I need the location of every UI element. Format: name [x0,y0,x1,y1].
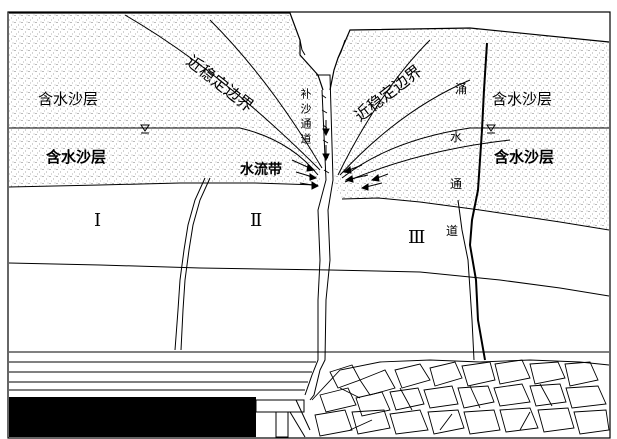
hydraulic-support [255,399,311,438]
water-inrush-channel-char-2: 水 [450,130,463,144]
bedrock-layer-line [8,262,610,297]
caved-rock-zone [311,359,610,437]
diagram-frame [7,11,611,439]
fracture-left [174,177,211,351]
stable-boundary-right-4 [344,139,511,183]
aquifer-base-right [341,197,610,231]
water-inrush-channel-char-4: 道 [446,224,459,238]
water-table-marker-right [486,124,496,134]
zone-boundary-right [457,199,475,361]
surface-fissure-left [299,39,306,56]
stable-boundary-right-2 [339,79,471,176]
stable-boundary-left-1 [124,14,321,171]
coal-seam [9,397,256,437]
stable-boundary-right-3 [341,127,609,179]
strata-lines [9,351,609,391]
zone-2-label: Ⅱ [250,210,263,231]
aquifer-top-left-label: 含水沙层 [38,90,99,108]
aquifer-top-right-label: 含水沙层 [492,90,553,108]
aquifer-right-stipple [334,28,609,230]
flow-arrows [291,120,389,191]
aquifer-left-stipple [9,13,320,187]
zone-1-label: Ⅰ [94,210,102,231]
surface-line-left [9,12,324,91]
water-inrush-channel-char-1: 涌 [455,82,468,96]
stable-boundary-right-1 [337,39,431,176]
fracture-right [468,42,488,361]
aquifer-mid-right-label: 含水沙层 [494,148,555,166]
water-inrush-channel-char-3: 通 [450,177,463,191]
zone-3-label: Ⅲ [408,227,426,248]
surface-fissure-right [337,39,346,59]
water-flow-zone-label: 水流带 [240,162,282,178]
aquifer-mid-left-label: 含水沙层 [46,148,107,166]
sand-supply-channel-label: 补沙通道 [299,88,312,148]
stable-boundary-left-2 [209,19,323,169]
sand-supply-channel [304,74,334,401]
water-table-marker-left [140,124,150,134]
aquifer-base-left [8,182,319,188]
